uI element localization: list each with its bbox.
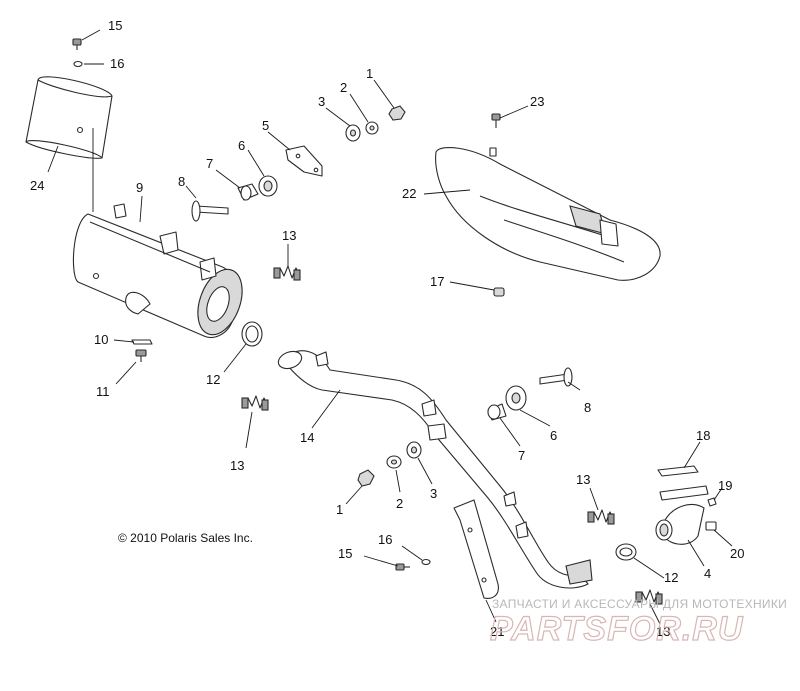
- callout-8: 8: [584, 400, 591, 415]
- callout-1: 1: [336, 502, 343, 517]
- callout-21: 21: [490, 624, 504, 639]
- callout-12: 12: [664, 570, 678, 585]
- callout-labels: 15 16 24 9 8 7 6 5 3 2 1 23 22 13 17 10 …: [30, 18, 744, 639]
- gasket-12-lower: [615, 543, 637, 561]
- callout-19: 19: [718, 478, 732, 493]
- callout-3: 3: [318, 94, 325, 109]
- bolt-8-upper: [191, 200, 229, 222]
- spring-13-left: [241, 395, 269, 411]
- bolt-23: [491, 113, 501, 128]
- callout-3: 3: [430, 486, 437, 501]
- spring-13-upper: [273, 265, 301, 281]
- callout-4: 4: [704, 566, 711, 581]
- leader-lines: [47, 29, 733, 625]
- callout-20: 20: [730, 546, 744, 561]
- callout-10: 10: [94, 332, 108, 347]
- callout-9: 9: [136, 180, 143, 195]
- callout-24: 24: [30, 178, 44, 193]
- washer-16-top: [73, 60, 83, 68]
- flange-4: [655, 485, 709, 545]
- callout-14: 14: [300, 430, 314, 445]
- heat-shield-24: [25, 76, 113, 159]
- callout-13: 13: [230, 458, 244, 473]
- callout-12: 12: [206, 372, 220, 387]
- copyright-notice: © 2010 Polaris Sales Inc.: [118, 531, 253, 545]
- callout-16: 16: [378, 532, 392, 547]
- clip-20: [705, 521, 717, 531]
- callout-13: 13: [576, 472, 590, 487]
- callout-13: 13: [282, 228, 296, 243]
- callout-22: 22: [402, 186, 416, 201]
- callout-1: 1: [366, 66, 373, 81]
- callout-6: 6: [550, 428, 557, 443]
- watermark: ЗАПЧАСТИ И АКСЕССУАРЫ ДЛЯ МОТОТЕХНИКИ PA…: [489, 597, 787, 649]
- callout-15: 15: [338, 546, 352, 561]
- callout-11: 11: [96, 384, 110, 399]
- callout-7: 7: [206, 156, 213, 171]
- callout-7: 7: [518, 448, 525, 463]
- callout-2: 2: [396, 496, 403, 511]
- washer-16-lower: [421, 558, 431, 566]
- heat-shield-22: [435, 147, 661, 281]
- bolt-15-top: [72, 38, 82, 50]
- clip-17: [493, 287, 505, 297]
- callout-17: 17: [430, 274, 444, 289]
- spring-13-right: [587, 509, 615, 525]
- watermark-brand: PARTSFOR.RU: [490, 610, 744, 648]
- grommet-6-lower: [505, 385, 527, 411]
- gasket-18: [657, 465, 699, 477]
- bracket-5: [285, 145, 323, 177]
- heat-shield-21: [453, 499, 499, 599]
- exhaust-pipe-14: [277, 350, 593, 589]
- callout-15: 15: [108, 18, 122, 33]
- bolt-8-lower: [539, 367, 573, 387]
- callout-23: 23: [530, 94, 544, 109]
- spacer-7-lower: [487, 403, 507, 421]
- callout-5: 5: [262, 118, 269, 133]
- callout-8: 8: [178, 174, 185, 189]
- nut-1-lower: [357, 469, 375, 487]
- spacer-7-upper: [237, 183, 259, 201]
- nut-1-upper: [388, 105, 406, 121]
- callout-18: 18: [696, 428, 710, 443]
- callout-16: 16: [110, 56, 124, 71]
- watermark-subtitle: ЗАПЧАСТИ И АКСЕССУАРЫ ДЛЯ МОТОТЕХНИКИ: [492, 597, 787, 611]
- muffler-9: [72, 203, 243, 339]
- gasket-12-upper: [241, 321, 263, 347]
- bolt-11: [135, 349, 147, 362]
- grommet-6-upper: [258, 175, 278, 197]
- spring-13-lower: [635, 589, 663, 605]
- callout-13: 13: [656, 624, 670, 639]
- bolt-15-lower: [395, 563, 410, 571]
- callout-2: 2: [340, 80, 347, 95]
- clip-10: [131, 339, 153, 345]
- callout-6: 6: [238, 138, 245, 153]
